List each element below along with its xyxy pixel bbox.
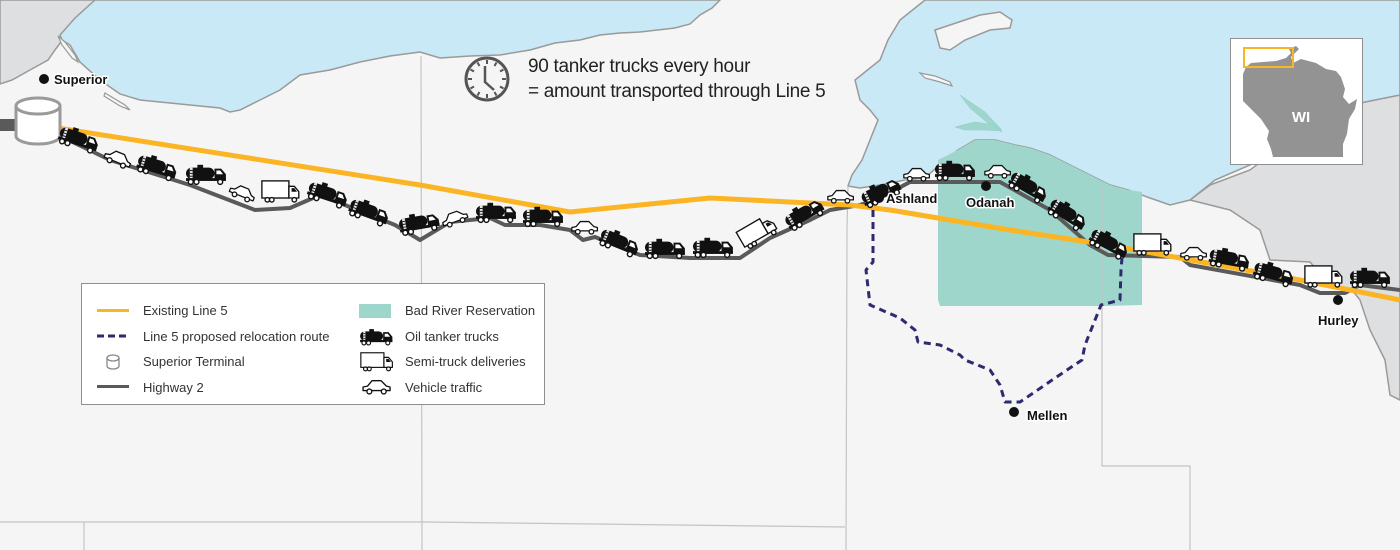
islet [103,92,131,111]
legend-label: Line 5 proposed relocation route [143,328,330,344]
teal-swatch-icon [359,303,391,318]
semi-truck-icon [360,351,393,372]
callout-text: 90 tanker trucks every hour = amount tra… [528,54,826,104]
legend-label: Oil tanker trucks [405,328,499,344]
line-5-proposed-relocation-route [864,210,1124,404]
madeline-island [934,11,1013,51]
legend-item-oil-tanker-trucks: Oil tanker trucks [359,324,535,350]
lake-superior [59,0,722,113]
legend-label: Semi-truck deliveries [405,354,526,370]
city-mellen: Mellen [1009,407,1069,425]
wisconsin-locator-inset: WI [1230,38,1363,165]
city-superior: Superior [39,71,109,89]
orange-line-icon [97,308,129,312]
legend-item-highway-2: Highway 2 [97,375,329,401]
oil-tanker-truck-icon [359,328,393,346]
svg-text:Superior: Superior [54,72,107,87]
legend-label: Superior Terminal [143,354,245,370]
legend-item-vehicle-traffic: Vehicle traffic [359,375,535,401]
state-label: WI [1292,109,1310,126]
islet [918,72,954,88]
legend-column-left: Existing Line 5 Line 5 proposed relocati… [97,298,329,400]
dashed-purple-line-icon [97,334,129,338]
city-hurley: Hurley [1317,295,1361,330]
reservation-sandspit [959,94,1003,133]
legend-column-right: Bad River Reservation Oil tanker trucks … [359,298,535,400]
tanker-callout: 90 tanker trucks every hour = amount tra… [462,54,826,104]
terminal-cylinder-icon [106,354,120,370]
islet [57,35,80,64]
superior-terminal-icon [14,96,62,146]
legend-item-semi-truck-deliveries: Semi-truck deliveries [359,349,535,375]
legend-item-existing-line-5: Existing Line 5 [97,298,329,324]
legend-item-relocation-route: Line 5 proposed relocation route [97,324,329,350]
car-icon [362,380,391,395]
legend-label: Bad River Reservation [405,303,536,319]
legend-item-bad-river-reservation: Bad River Reservation [359,298,535,324]
legend-label: Vehicle traffic [405,379,483,395]
legend-item-superior-terminal: Superior Terminal [97,349,329,375]
callout-line-2: = amount transported through Line 5 [528,81,826,102]
svg-text:Mellen: Mellen [1027,408,1068,423]
svg-text:Hurley: Hurley [1318,313,1359,328]
map-legend: Existing Line 5 Line 5 proposed relocati… [81,283,545,405]
svg-text:Odanah: Odanah [966,195,1014,210]
reservation-sandspit [954,121,1003,132]
gray-line-icon [97,385,129,389]
city-ashland: Ashland [874,190,939,208]
clock-icon [464,56,510,102]
legend-label: Highway 2 [143,379,204,395]
city-odanah: Odanah [965,181,1016,212]
svg-text:Ashland: Ashland [886,191,937,206]
legend-label: Existing Line 5 [143,303,228,319]
callout-line-1: 90 tanker trucks every hour [528,56,751,77]
wisconsin-state-shape: WI [1243,46,1357,157]
